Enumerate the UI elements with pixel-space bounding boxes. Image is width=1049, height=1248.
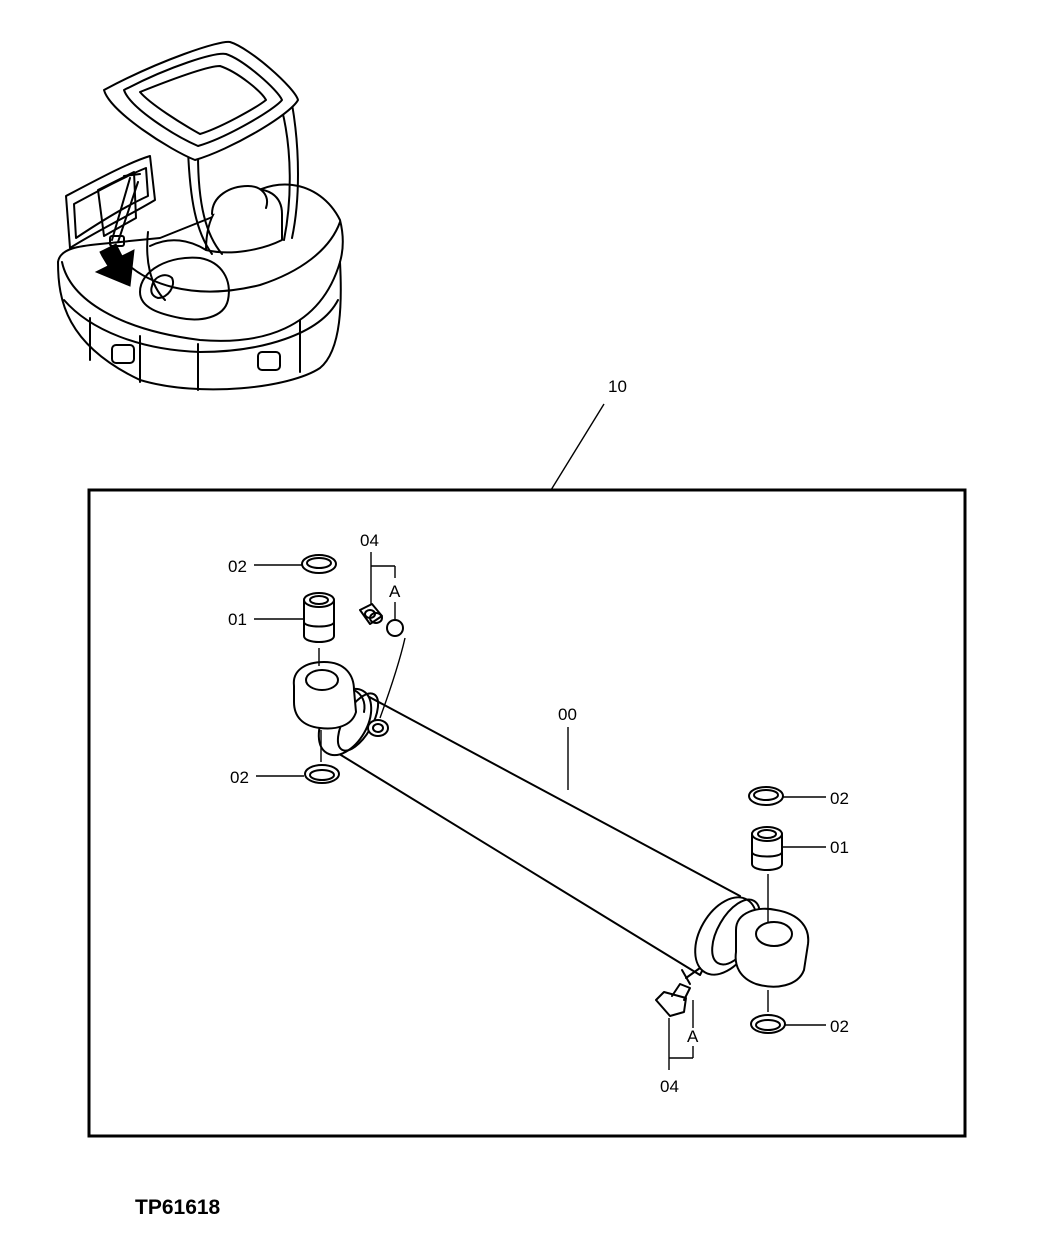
fitting-top [359,603,404,637]
fitting-bottom-label: 04 [660,1077,679,1096]
seal-left-bottom [304,764,340,784]
seal-right-bottom-label: 02 [830,1017,849,1036]
bushing-left-label: 01 [228,610,247,629]
assembly-leader [550,403,605,491]
cylinder-label: 00 [558,705,577,724]
seal-right-bottom [750,1014,786,1034]
assembly-label: 10 [608,377,627,396]
assembly-frame [87,488,967,1138]
fitting-bottom [655,967,701,1017]
detail-ref-top-label: A [389,582,401,601]
arrow-icon [94,243,135,287]
cylinder-assembly [292,661,810,988]
bushing-right-label: 01 [830,838,849,857]
seal-left-top-label: 02 [228,557,247,576]
drawing-code: TP61618 [135,1196,221,1219]
seal-left-top [301,554,337,574]
fitting-top-label: 04 [360,531,379,550]
excavator-overview-icon [57,40,344,391]
seal-right-top-label: 02 [830,789,849,808]
bushing-left [303,592,335,643]
bushing-right [751,826,783,871]
seal-right-top [748,786,784,806]
detail-ref-bottom-label: A [687,1027,699,1046]
seal-left-bottom-label: 02 [230,768,249,787]
